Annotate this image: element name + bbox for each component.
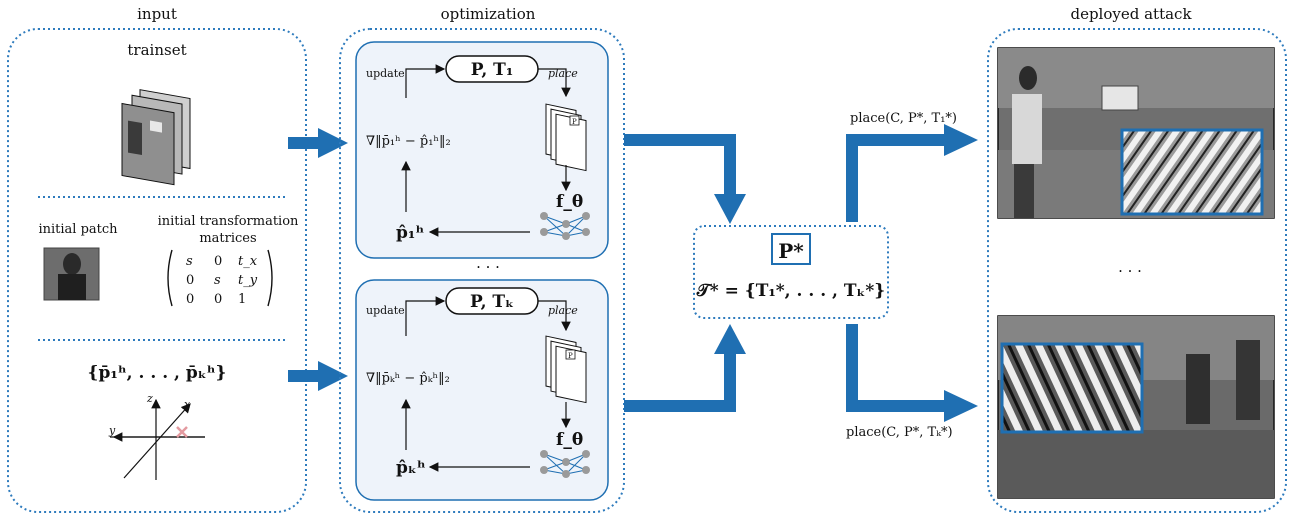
loss-bottom: ∇‖p̄ₖʰ − p̂ₖʰ‖₂: [366, 371, 450, 386]
optimization-loop-bottom: [355, 279, 609, 501]
axes-3d-icon: z x y: [108, 392, 205, 480]
place-label-bottom: place: [548, 304, 578, 317]
optimized-patch-label: P*: [778, 239, 804, 263]
initial-transform-label-1: initial transformation: [158, 214, 299, 229]
arrow-result-to-deploy-top: [846, 124, 978, 222]
matrix-cell: s: [186, 254, 193, 269]
initial-patch-image: [43, 247, 100, 301]
result-box: [693, 225, 889, 319]
target-cross-icon: [176, 426, 188, 438]
params-bottom-label: P, Tₖ: [470, 292, 514, 312]
input-panel: [7, 28, 307, 513]
matrix-cell: t_x: [238, 254, 258, 269]
axis-x-label: x: [184, 398, 191, 411]
trainset-image-stack: [121, 89, 191, 186]
input-heading: input: [137, 5, 177, 23]
arrow-opt-bottom-to-result: [624, 324, 746, 412]
matrix-cell: t_y: [238, 273, 258, 288]
deployed-panel: [987, 28, 1287, 513]
optimization-panel: [339, 28, 625, 513]
optimization-ellipsis: · · ·: [476, 258, 500, 276]
network-icon-top: [540, 212, 590, 240]
patch-glyph: P: [568, 352, 573, 360]
arrow-input-to-opt-top: [288, 128, 348, 158]
trainset-label: trainset: [127, 41, 186, 59]
deployed-patch-top: [1120, 128, 1264, 216]
optimization-loop-top: [355, 41, 609, 259]
matrix-cell: 0: [214, 292, 222, 307]
deployed-image-bottom: [997, 315, 1275, 499]
axis-z-label: z: [146, 392, 153, 405]
axis-y-label: y: [108, 424, 116, 437]
arrow-input-to-opt-bottom: [288, 361, 348, 391]
initial-transform-label-2: matrices: [199, 231, 256, 246]
placed-image-stack-top: P: [545, 103, 587, 172]
place-label-top: place: [548, 67, 578, 80]
optimized-patch-frame: [771, 233, 811, 265]
matrix-cell: s: [214, 273, 221, 288]
transformation-matrix: s 0 t_x 0 s t_y 0 0 1: [167, 249, 273, 307]
initial-patch-label: initial patch: [38, 222, 118, 237]
placed-image-stack-bottom: P: [545, 335, 587, 404]
pred-bottom-label: p̂ₖʰ: [396, 458, 426, 478]
matrix-cell: 0: [186, 292, 194, 307]
deployed-ellipsis: · · ·: [1118, 262, 1142, 280]
patch-glyph: P: [572, 118, 577, 126]
deployed-heading: deployed attack: [1070, 5, 1192, 23]
network-icon-bottom: [540, 450, 590, 478]
matrix-cell: 0: [186, 273, 194, 288]
deployed-image-top: [997, 47, 1275, 219]
arrow-result-to-deploy-bottom: [846, 324, 978, 422]
place-bottom-label: place(C, P*, Tₖ*): [846, 425, 953, 440]
deployed-patch-bottom: [1000, 342, 1144, 434]
params-top-label: P, T₁: [471, 60, 514, 80]
update-label-top: update: [366, 67, 405, 80]
loss-top: ∇‖p̄₁ʰ − p̂₁ʰ‖₂: [366, 134, 451, 149]
pred-top-label: p̂₁ʰ: [396, 223, 424, 243]
model-bottom-label: f_θ: [556, 430, 583, 450]
place-top-label: place(C, P*, T₁*): [850, 111, 957, 126]
matrix-cell: 0: [214, 254, 222, 269]
target-poses-set: {p̄₁ʰ, . . . , p̄ₖʰ}: [88, 363, 227, 383]
update-label-bottom: update: [366, 304, 405, 317]
matrix-cell: 1: [238, 292, 246, 307]
optimized-transform-set: 𝒯* = {T₁*, . . . , Tₖ*}: [696, 281, 885, 301]
optimization-heading: optimization: [441, 5, 536, 23]
model-top-label: f_θ: [556, 192, 583, 212]
arrow-opt-top-to-result: [624, 134, 746, 224]
